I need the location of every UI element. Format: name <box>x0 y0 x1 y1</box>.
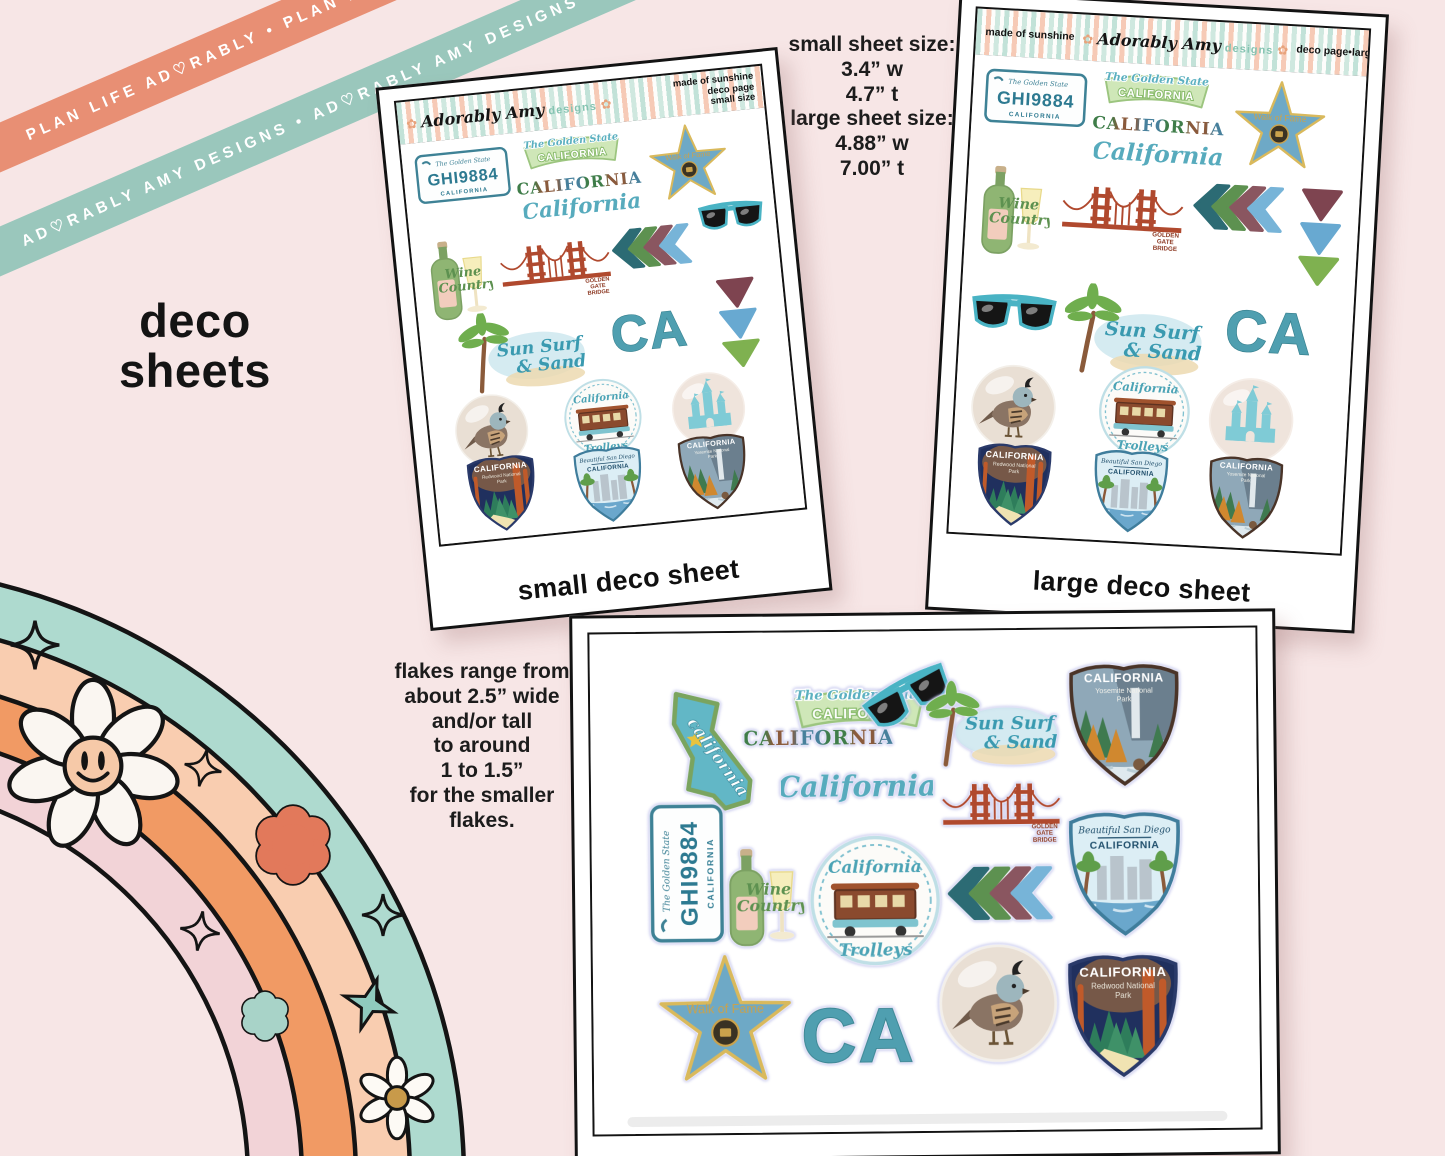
daisy-icon: ✿ <box>405 115 418 132</box>
page-title-line2: sheets <box>119 343 271 397</box>
sticker-sunglasses <box>966 286 1062 336</box>
flakes-stickers <box>589 627 1261 1135</box>
sticker-shield-san-diego <box>566 439 654 529</box>
brand-logo: ✿ Adorably Amy designs ✿ <box>1082 28 1289 58</box>
small-sheet-header-info: made of sunshine deco page small size <box>672 71 756 112</box>
star-teal <box>339 974 399 1034</box>
small-sheet-caption: small deco sheet <box>516 553 741 606</box>
daisy-icon: ✿ <box>1277 41 1289 58</box>
daisy-icon: ✿ <box>1082 30 1094 47</box>
sticker-walk-of-fame-star <box>1232 78 1328 170</box>
flake-california-serif <box>744 725 893 751</box>
flakes-size-info: flakes range from about 2.5” wide and/or… <box>372 660 592 833</box>
flakes-sheet <box>587 625 1263 1137</box>
flake-california-map <box>654 689 770 816</box>
large-deco-sheet-card: made of sunshine ✿ Adorably Amy designs … <box>925 0 1389 634</box>
daisy-icon: ✿ <box>599 95 613 112</box>
size-info-line: large sheet size: <box>790 107 954 131</box>
coral-flower <box>255 804 331 886</box>
small-deco-sheet: ✿ Adorably Amy designs ✿ made of sunshin… <box>393 63 808 547</box>
page-title: deco sheets <box>70 296 320 396</box>
sticker-shield-yosemite <box>671 427 757 516</box>
flake-shield-yosemite <box>1064 656 1185 791</box>
flake-shield-redwood <box>1063 946 1184 1083</box>
flake-walk-of-fame-star <box>659 954 792 1081</box>
sticker-wine-country <box>980 164 1054 257</box>
sticker-sunglasses <box>696 198 767 232</box>
flake-ca-letters <box>800 993 917 1079</box>
flakes-info-line: and/or tall <box>431 709 533 733</box>
flakes-info-line: flakes range from <box>394 660 570 683</box>
sticker-chevrons <box>610 223 693 271</box>
sticker-golden-gate-bridge <box>1059 184 1185 255</box>
flakes-info-line: about 2.5” wide <box>404 684 560 708</box>
daisy-gold-center <box>359 1055 435 1141</box>
size-info-line: 4.88” w <box>835 132 909 156</box>
flake-license-plate-vertical <box>649 803 724 944</box>
sticker-ca-letters <box>607 298 692 363</box>
small-sheet-stickers <box>400 107 806 545</box>
size-info-line: 3.4” w <box>841 57 903 81</box>
sticker-arrow-triangles <box>1296 188 1343 287</box>
sticker-golden-state-banner <box>1102 68 1211 109</box>
sticker-shield-san-diego <box>1085 443 1176 538</box>
flake-quail-badge <box>938 943 1058 1063</box>
size-info-line: 4.7” t <box>845 82 899 106</box>
sticker-shield-redwood <box>460 448 546 537</box>
brand-suffix: designs <box>547 100 598 117</box>
sticker-chevrons <box>1192 182 1285 234</box>
sticker-license-plate <box>414 146 512 205</box>
brand-script: Adorably Amy <box>420 99 546 131</box>
sticker-arrow-triangles <box>715 276 763 369</box>
page-title-line1: deco <box>139 294 251 347</box>
sticker-license-plate <box>983 68 1088 128</box>
sticker-ca-letters <box>1222 297 1316 367</box>
flake-chevrons <box>947 866 1053 921</box>
teal-flower <box>241 990 289 1042</box>
flakes-info-line: 1 to 1.5” <box>440 759 524 783</box>
small-deco-sheet-card: ✿ Adorably Amy designs ✿ made of sunshin… <box>375 46 833 632</box>
large-sheet-caption: large deco sheet <box>1032 565 1252 608</box>
brand-suffix: designs <box>1224 41 1274 57</box>
sticker-walk-of-fame-star <box>646 120 731 202</box>
flake-california-script <box>780 768 934 804</box>
sticker-california-script <box>1093 136 1223 172</box>
sticker-golden-gate-bridge <box>498 237 614 307</box>
flake-trolleys-badge <box>809 835 941 966</box>
size-info-line: small sheet size: <box>788 33 956 56</box>
large-deco-sheet: made of sunshine ✿ Adorably Amy designs … <box>946 6 1372 556</box>
flakes-info-line: for the smaller <box>409 783 555 807</box>
retro-rainbow-illustration <box>0 582 466 1156</box>
size-info-line: 7.00” t <box>839 156 905 180</box>
large-sheet-stickers <box>948 54 1367 554</box>
flake-golden-gate-bridge <box>941 782 1061 846</box>
daisy-smiley-flower <box>7 677 180 848</box>
sticker-shield-redwood <box>969 437 1058 532</box>
sheet-size-info: small sheet size: 3.4” w 4.7” t large sh… <box>766 33 978 182</box>
brand-script: Adorably Amy <box>1096 28 1222 55</box>
flake-shield-san-diego <box>1063 804 1186 941</box>
collection-name: made of sunshine <box>985 25 1075 43</box>
flake-sun-surf-sand <box>926 680 1063 771</box>
sticker-shield-yosemite <box>1200 450 1289 545</box>
flakes-info-line: to around <box>433 734 531 758</box>
flakes-info-line: flakes. <box>449 808 515 832</box>
sheet-type-size: deco page•large <box>1296 43 1372 60</box>
flakes-sheet-card <box>569 608 1281 1156</box>
sheet-edge-shadow <box>627 1110 1228 1128</box>
